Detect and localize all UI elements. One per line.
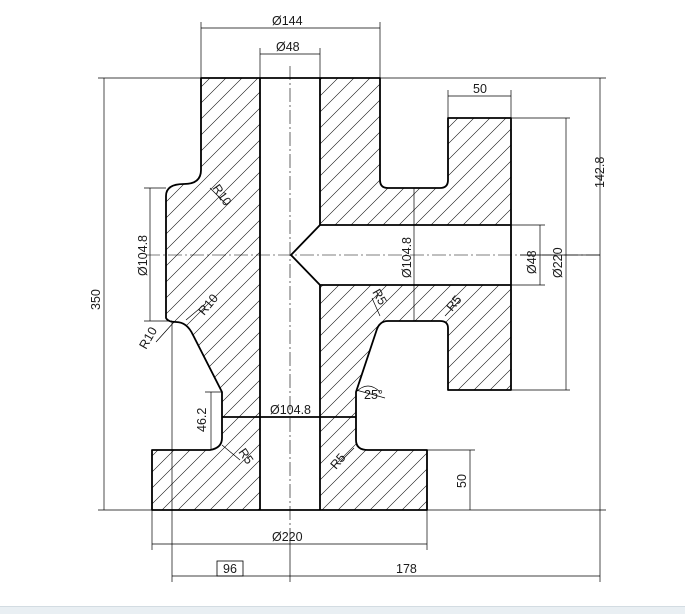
dim-46-2: 46.2 <box>195 408 209 432</box>
dim-d48-top: Ø48 <box>276 40 300 54</box>
dim-r5-a: R5 <box>369 287 389 308</box>
dim-d48-right: Ø48 <box>525 250 539 274</box>
dimension-lines <box>98 22 606 582</box>
dim-d104-8-left: Ø104.8 <box>136 235 150 276</box>
dim-50-right: 50 <box>455 474 469 488</box>
bottom-strip <box>0 606 685 614</box>
dim-96-box <box>216 560 244 577</box>
dim-d220-right: Ø220 <box>551 247 565 278</box>
dim-350: 350 <box>89 289 103 310</box>
right-lower-hatch <box>320 285 511 510</box>
dim-d104-8-low: Ø104.8 <box>270 403 311 417</box>
dim-142-8: 142.8 <box>593 157 607 188</box>
dim-d144: Ø144 <box>272 14 303 28</box>
dim-d104-8-bore: Ø104.8 <box>400 237 414 278</box>
dim-50-top: 50 <box>473 82 487 96</box>
left-profile-outline <box>151 77 512 511</box>
dim-angle-25: 25° <box>364 388 383 402</box>
dim-178: 178 <box>396 562 417 576</box>
left-section-hatch <box>152 78 260 510</box>
right-upper-hatch <box>320 78 511 225</box>
dim-96: 96 <box>223 562 237 576</box>
dim-r10-c: R10 <box>136 325 160 352</box>
dim-d220-bottom: Ø220 <box>272 530 303 544</box>
